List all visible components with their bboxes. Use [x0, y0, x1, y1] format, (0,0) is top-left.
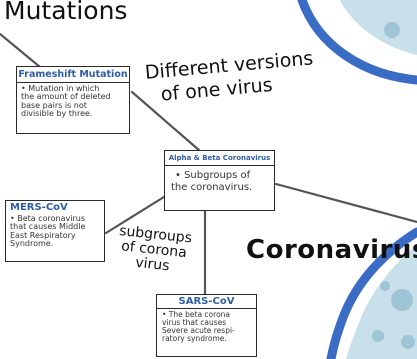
text-line: Severe acute respi-	[162, 325, 235, 335]
connector-alpha-mers	[104, 190, 174, 235]
virus-spot	[391, 289, 413, 311]
virus-spot	[401, 335, 415, 349]
connector-mutations	[0, 32, 42, 69]
text-line: Syndrome.	[10, 239, 54, 249]
sars-cov-box: SARS-CoV • The beta corona virus that ca…	[156, 294, 257, 357]
virus-body-top	[340, 0, 417, 55]
text-line: base pairs is not	[21, 100, 87, 110]
text-line: • Mutation in which	[21, 84, 100, 93]
virus-ring-bottom	[326, 227, 417, 359]
text-line: ratory syndrome.	[162, 333, 227, 343]
coronavirus-illustration	[340, 0, 417, 359]
text-line: the amount of deleted	[21, 92, 111, 102]
alpha-beta-coronavirus-title: Alpha & Beta Coronavirus	[165, 151, 274, 166]
text-line: • Subgroups of	[175, 170, 251, 181]
virus-spot	[384, 22, 400, 38]
sars-cov-title: SARS-CoV	[157, 295, 256, 309]
sars-cov-description: • The beta corona virus that causes Seve…	[157, 309, 256, 345]
alpha-beta-coronavirus-box: Alpha & Beta Coronavirus • Subgroups of …	[164, 150, 275, 211]
mers-cov-title: MERS-CoV	[10, 202, 68, 213]
connector-frameshift-alpha	[130, 90, 202, 153]
text-line: • The beta corona	[162, 310, 231, 319]
virus-ring-top	[297, 0, 417, 85]
virus-spot	[380, 281, 390, 291]
text-line: divisible by three.	[21, 109, 93, 119]
connector-alpha-coronavirus	[274, 182, 417, 224]
text-line: the coronavirus.	[171, 181, 253, 193]
mers-cov-description: • Beta coronavirus that causes Middle Ea…	[6, 214, 104, 250]
text-line: East Respiratory	[10, 230, 76, 240]
virus-spot	[372, 330, 384, 342]
mers-cov-box: MERS-CoV • Beta coronavirus that causes …	[5, 200, 105, 262]
virus-body-bottom	[346, 245, 417, 359]
frameshift-mutation-description: • Mutation in which the amount of delete…	[17, 83, 129, 121]
frameshift-mutation-title: Frameshift Mutation	[17, 67, 129, 83]
coronavirus-label: Coronavirus	[246, 235, 417, 265]
text-line: that causes Middle	[10, 222, 86, 232]
text-line: virus that causes	[162, 317, 227, 327]
alpha-beta-coronavirus-description: • Subgroups of the coronavirus.	[165, 166, 274, 197]
text-line: • Beta coronavirus	[10, 214, 86, 223]
subgroups-label: subgroups of corona virus	[115, 223, 192, 276]
mutations-label: Mutations	[4, 0, 128, 25]
frameshift-mutation-box: Frameshift Mutation • Mutation in which …	[16, 66, 130, 134]
